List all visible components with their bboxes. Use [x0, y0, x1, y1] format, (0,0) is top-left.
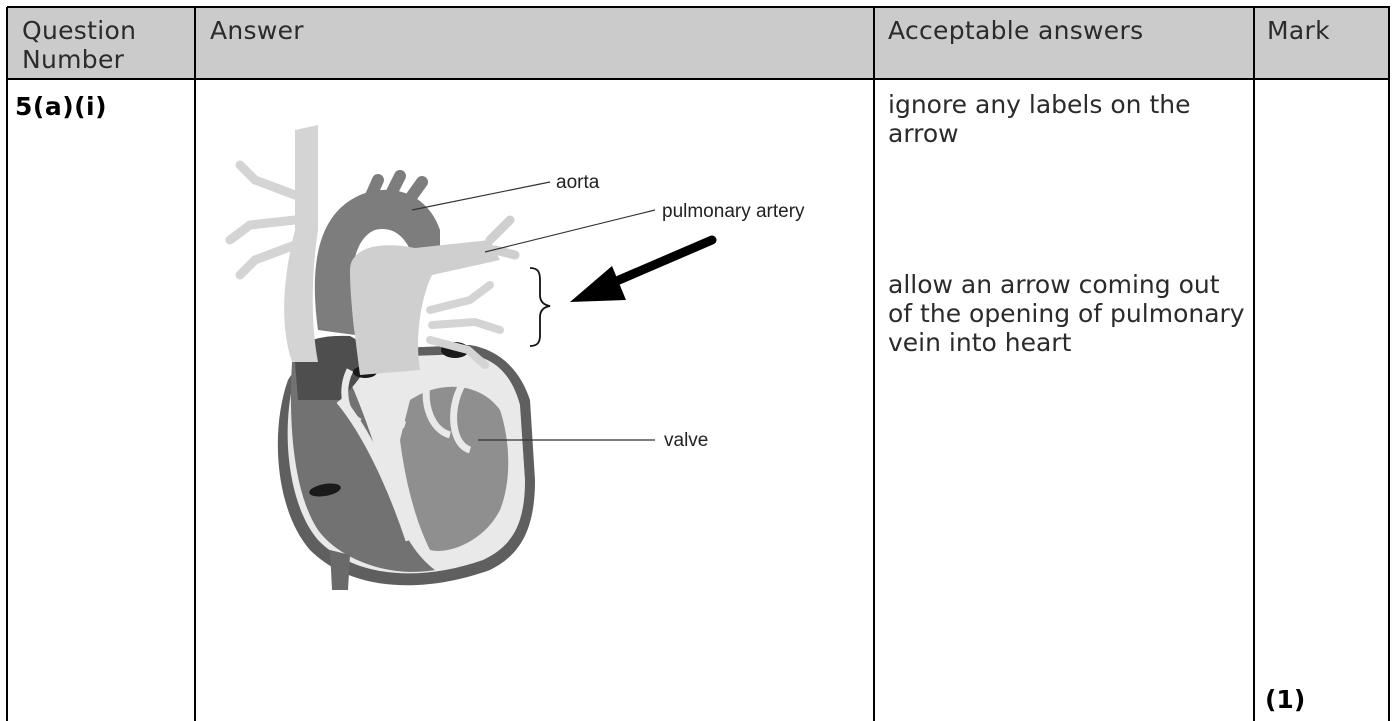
col-border-acceptable	[1253, 7, 1255, 721]
header-question-number: Question Number	[22, 16, 182, 74]
mark-value: (1)	[1265, 685, 1305, 714]
col-border-answer	[873, 7, 875, 721]
header-mark: Mark	[1267, 16, 1330, 45]
pulmonary-veins-brace	[530, 268, 550, 346]
acceptable-answer-allow-arrow: allow an arrow coming out of the opening…	[888, 270, 1248, 357]
acceptable-answer-ignore-labels: ignore any labels on the arrow	[888, 90, 1248, 148]
header-acceptable-answers: Acceptable answers	[888, 16, 1143, 45]
table-top-border	[7, 6, 1390, 8]
col-border-question	[194, 7, 196, 721]
heart-diagram: aorta pulmonary artery valve	[200, 100, 870, 620]
header-bottom-border	[7, 78, 1390, 80]
col-border-right	[1388, 7, 1390, 721]
arrow-icon	[570, 240, 712, 302]
label-valve: valve	[664, 430, 708, 451]
label-aorta: aorta	[556, 172, 600, 193]
aorta-leader-line	[412, 182, 550, 210]
header-answer: Answer	[210, 16, 304, 45]
label-pulmonary-artery: pulmonary artery	[662, 201, 805, 222]
col-border-left	[6, 7, 8, 721]
question-number: 5(a)(i)	[15, 92, 107, 121]
